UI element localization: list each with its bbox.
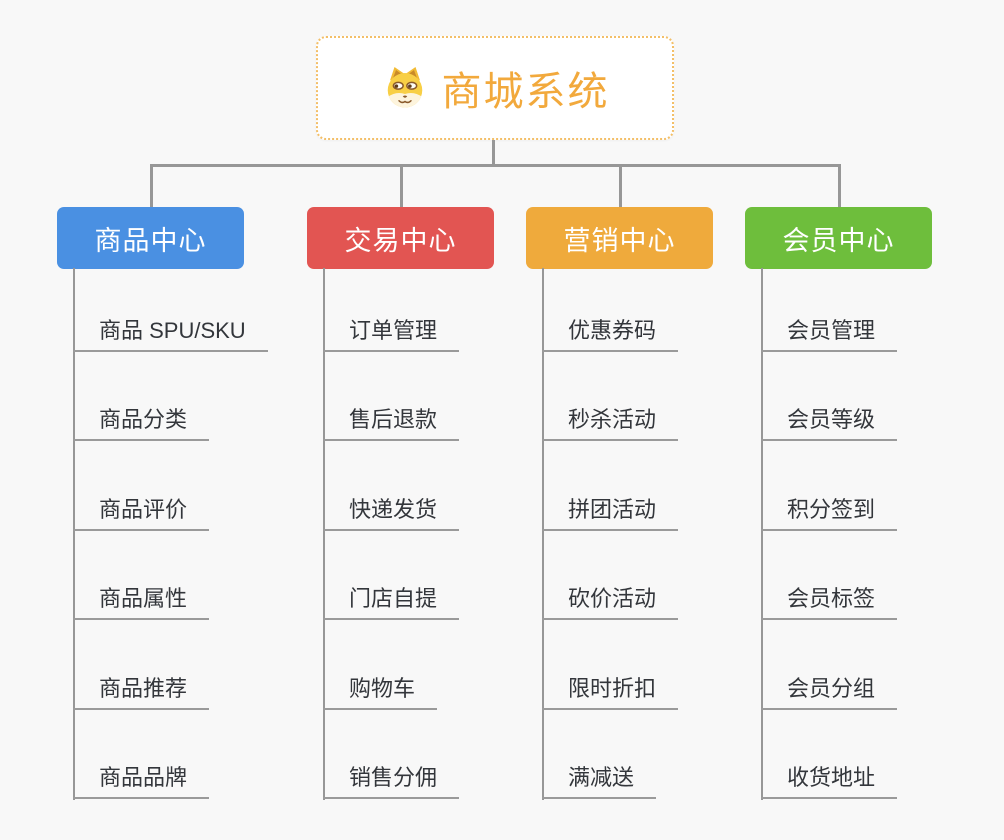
leaf-node[interactable]: 满减送 — [542, 759, 657, 799]
leaf-node[interactable]: 购物车 — [323, 670, 438, 710]
leaf-node[interactable]: 门店自提 — [323, 580, 460, 620]
leaf-node[interactable]: 拼团活动 — [542, 491, 679, 531]
root-node-label: 商城系统 — [441, 70, 610, 114]
leaf-node[interactable]: 会员标签 — [761, 580, 898, 620]
leaf-node-label: 砍价活动 — [568, 585, 657, 611]
leaf-node[interactable]: 商品推荐 — [73, 670, 210, 710]
leaf-node-label: 商品 SPU/SKU — [99, 317, 246, 343]
leaf-node[interactable]: 积分签到 — [761, 491, 898, 531]
leaf-node[interactable]: 秒杀活动 — [542, 401, 679, 441]
branch-node-label: 商品中心 — [94, 225, 207, 256]
connector-line — [399, 164, 403, 207]
connector-line — [761, 268, 763, 800]
leaf-node[interactable]: 商品品牌 — [73, 759, 210, 799]
branch-node-2[interactable]: 交易中心 — [307, 207, 494, 269]
leaf-node[interactable]: 商品 SPU/SKU — [73, 312, 268, 352]
leaf-node[interactable]: 会员管理 — [761, 312, 898, 352]
leaf-node[interactable]: 收货地址 — [761, 759, 898, 799]
branch-node-4[interactable]: 会员中心 — [745, 207, 932, 269]
leaf-node-label: 限时折扣 — [568, 675, 657, 701]
leaf-node-label: 会员管理 — [787, 317, 876, 343]
leaf-node-label: 订单管理 — [349, 317, 438, 343]
leaf-node[interactable]: 优惠券码 — [542, 312, 679, 352]
connector-line — [618, 164, 622, 207]
leaf-node-label: 商品评价 — [99, 496, 188, 522]
root-node[interactable]: 商城系统 — [316, 36, 674, 140]
leaf-node-label: 门店自提 — [349, 585, 438, 611]
leaf-node[interactable]: 售后退款 — [323, 401, 460, 441]
doge-icon — [381, 64, 429, 112]
leaf-node-label: 优惠券码 — [568, 317, 657, 343]
leaf-node-label: 销售分佣 — [349, 764, 438, 790]
branch-node-label: 会员中心 — [782, 225, 895, 256]
leaf-node[interactable]: 商品属性 — [73, 580, 210, 620]
leaf-node[interactable]: 限时折扣 — [542, 670, 679, 710]
leaf-node[interactable]: 销售分佣 — [323, 759, 460, 799]
leaf-node[interactable]: 商品分类 — [73, 401, 210, 441]
leaf-node-label: 积分签到 — [787, 496, 876, 522]
leaf-node-label: 售后退款 — [349, 406, 438, 432]
leaf-node-label: 商品推荐 — [99, 675, 188, 701]
connector-line — [323, 268, 325, 800]
leaf-node-label: 商品分类 — [99, 406, 188, 432]
branch-node-label: 营销中心 — [563, 225, 676, 256]
connector-line — [542, 268, 544, 800]
branch-node-3[interactable]: 营销中心 — [526, 207, 713, 269]
leaf-node-label: 收货地址 — [787, 764, 876, 790]
leaf-node-label: 购物车 — [349, 675, 416, 701]
leaf-node-label: 会员标签 — [787, 585, 876, 611]
connector-line — [837, 164, 841, 207]
leaf-node[interactable]: 砍价活动 — [542, 580, 679, 620]
leaf-node-label: 秒杀活动 — [568, 406, 657, 432]
leaf-node[interactable]: 快递发货 — [323, 491, 460, 531]
leaf-node-label: 会员等级 — [787, 406, 876, 432]
leaf-node[interactable]: 会员等级 — [761, 401, 898, 441]
branch-node-label: 交易中心 — [344, 225, 457, 256]
leaf-node-label: 拼团活动 — [568, 496, 657, 522]
branch-node-1[interactable]: 商品中心 — [57, 207, 244, 269]
leaf-node[interactable]: 商品评价 — [73, 491, 210, 531]
leaf-node[interactable]: 会员分组 — [761, 670, 898, 710]
leaf-node-label: 会员分组 — [787, 675, 876, 701]
leaf-node-label: 满减送 — [568, 764, 635, 790]
leaf-node-label: 商品属性 — [99, 585, 188, 611]
leaf-node[interactable]: 订单管理 — [323, 312, 460, 352]
connector-line — [492, 140, 495, 167]
connector-line — [149, 164, 153, 207]
leaf-node-label: 快递发货 — [349, 496, 438, 522]
leaf-node-label: 商品品牌 — [99, 764, 188, 790]
connector-line — [73, 268, 75, 800]
connector-line — [149, 164, 841, 167]
